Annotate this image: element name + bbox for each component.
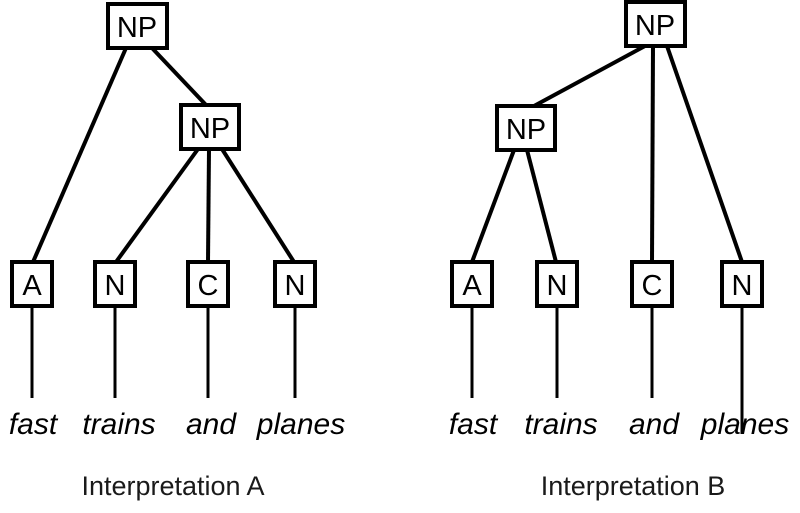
leaf-word-a-leaf-trains: trains bbox=[82, 408, 155, 441]
node-label-a-root-np: NP bbox=[117, 12, 157, 44]
branch-edge-b-edge-np-to-a bbox=[470, 149, 516, 263]
node-box-a-pos-n1[interactable] bbox=[93, 260, 137, 308]
node-label-a-pos-n1: N bbox=[105, 270, 126, 302]
node-label-a-pos-a: A bbox=[22, 270, 42, 302]
node-box-a-pos-c[interactable] bbox=[186, 260, 230, 308]
branch-edge-a-edge-np-to-c bbox=[206, 148, 211, 263]
leaf-word-a-leaf-planes: planes bbox=[256, 408, 345, 441]
node-box-a-pos-n2[interactable] bbox=[273, 260, 317, 308]
node-label-b-pos-a: A bbox=[462, 270, 482, 302]
node-box-b-root-np[interactable] bbox=[624, 0, 687, 48]
node-box-b-pos-c[interactable] bbox=[630, 260, 674, 308]
caption-interpretation-b: Interpretation B bbox=[541, 471, 726, 501]
node-label-b-pos-c: C bbox=[642, 270, 663, 302]
node-label-b-pos-n1: N bbox=[547, 270, 568, 302]
node-box-b-pos-a[interactable] bbox=[450, 260, 494, 308]
node-label-a-pos-c: C bbox=[198, 270, 219, 302]
branch-edge-a-edge-np-to-n2 bbox=[220, 147, 296, 264]
node-box-b-pos-n1[interactable] bbox=[535, 260, 579, 308]
node-box-a-inner-np[interactable] bbox=[179, 103, 241, 151]
node-box-a-pos-a[interactable] bbox=[10, 260, 54, 308]
node-label-a-inner-np: NP bbox=[190, 113, 230, 145]
node-label-a-pos-n2: N bbox=[285, 270, 306, 302]
branch-edge-b-edge-np-to-n1 bbox=[525, 149, 558, 263]
branch-edge-b-edge-root-to-n2 bbox=[665, 45, 744, 263]
node-label-b-pos-n2: N bbox=[732, 270, 753, 302]
caption-interpretation-a: Interpretation A bbox=[81, 471, 264, 501]
branch-edge-a-edge-root-to-np bbox=[150, 46, 208, 107]
branch-edge-b-edge-root-to-np bbox=[533, 44, 646, 108]
leaf-word-b-leaf-planes: planes bbox=[700, 408, 789, 441]
leaf-word-b-leaf-trains: trains bbox=[524, 408, 597, 441]
node-box-b-inner-np[interactable] bbox=[495, 104, 557, 152]
node-box-b-pos-n2[interactable] bbox=[720, 260, 764, 308]
node-box-a-root-np[interactable] bbox=[106, 2, 169, 50]
node-label-b-root-np: NP bbox=[635, 10, 675, 42]
leaf-word-b-leaf-and: and bbox=[629, 408, 680, 441]
branch-edge-a-edge-root-to-a bbox=[31, 47, 128, 263]
branch-edge-a-edge-np-to-n1 bbox=[114, 147, 200, 264]
node-label-b-inner-np: NP bbox=[506, 114, 546, 146]
branch-edge-b-edge-root-to-c bbox=[650, 45, 655, 263]
leaf-word-a-leaf-and: and bbox=[186, 408, 237, 441]
leaf-word-b-leaf-fast: fast bbox=[449, 408, 499, 441]
leaf-word-a-leaf-fast: fast bbox=[9, 408, 59, 441]
